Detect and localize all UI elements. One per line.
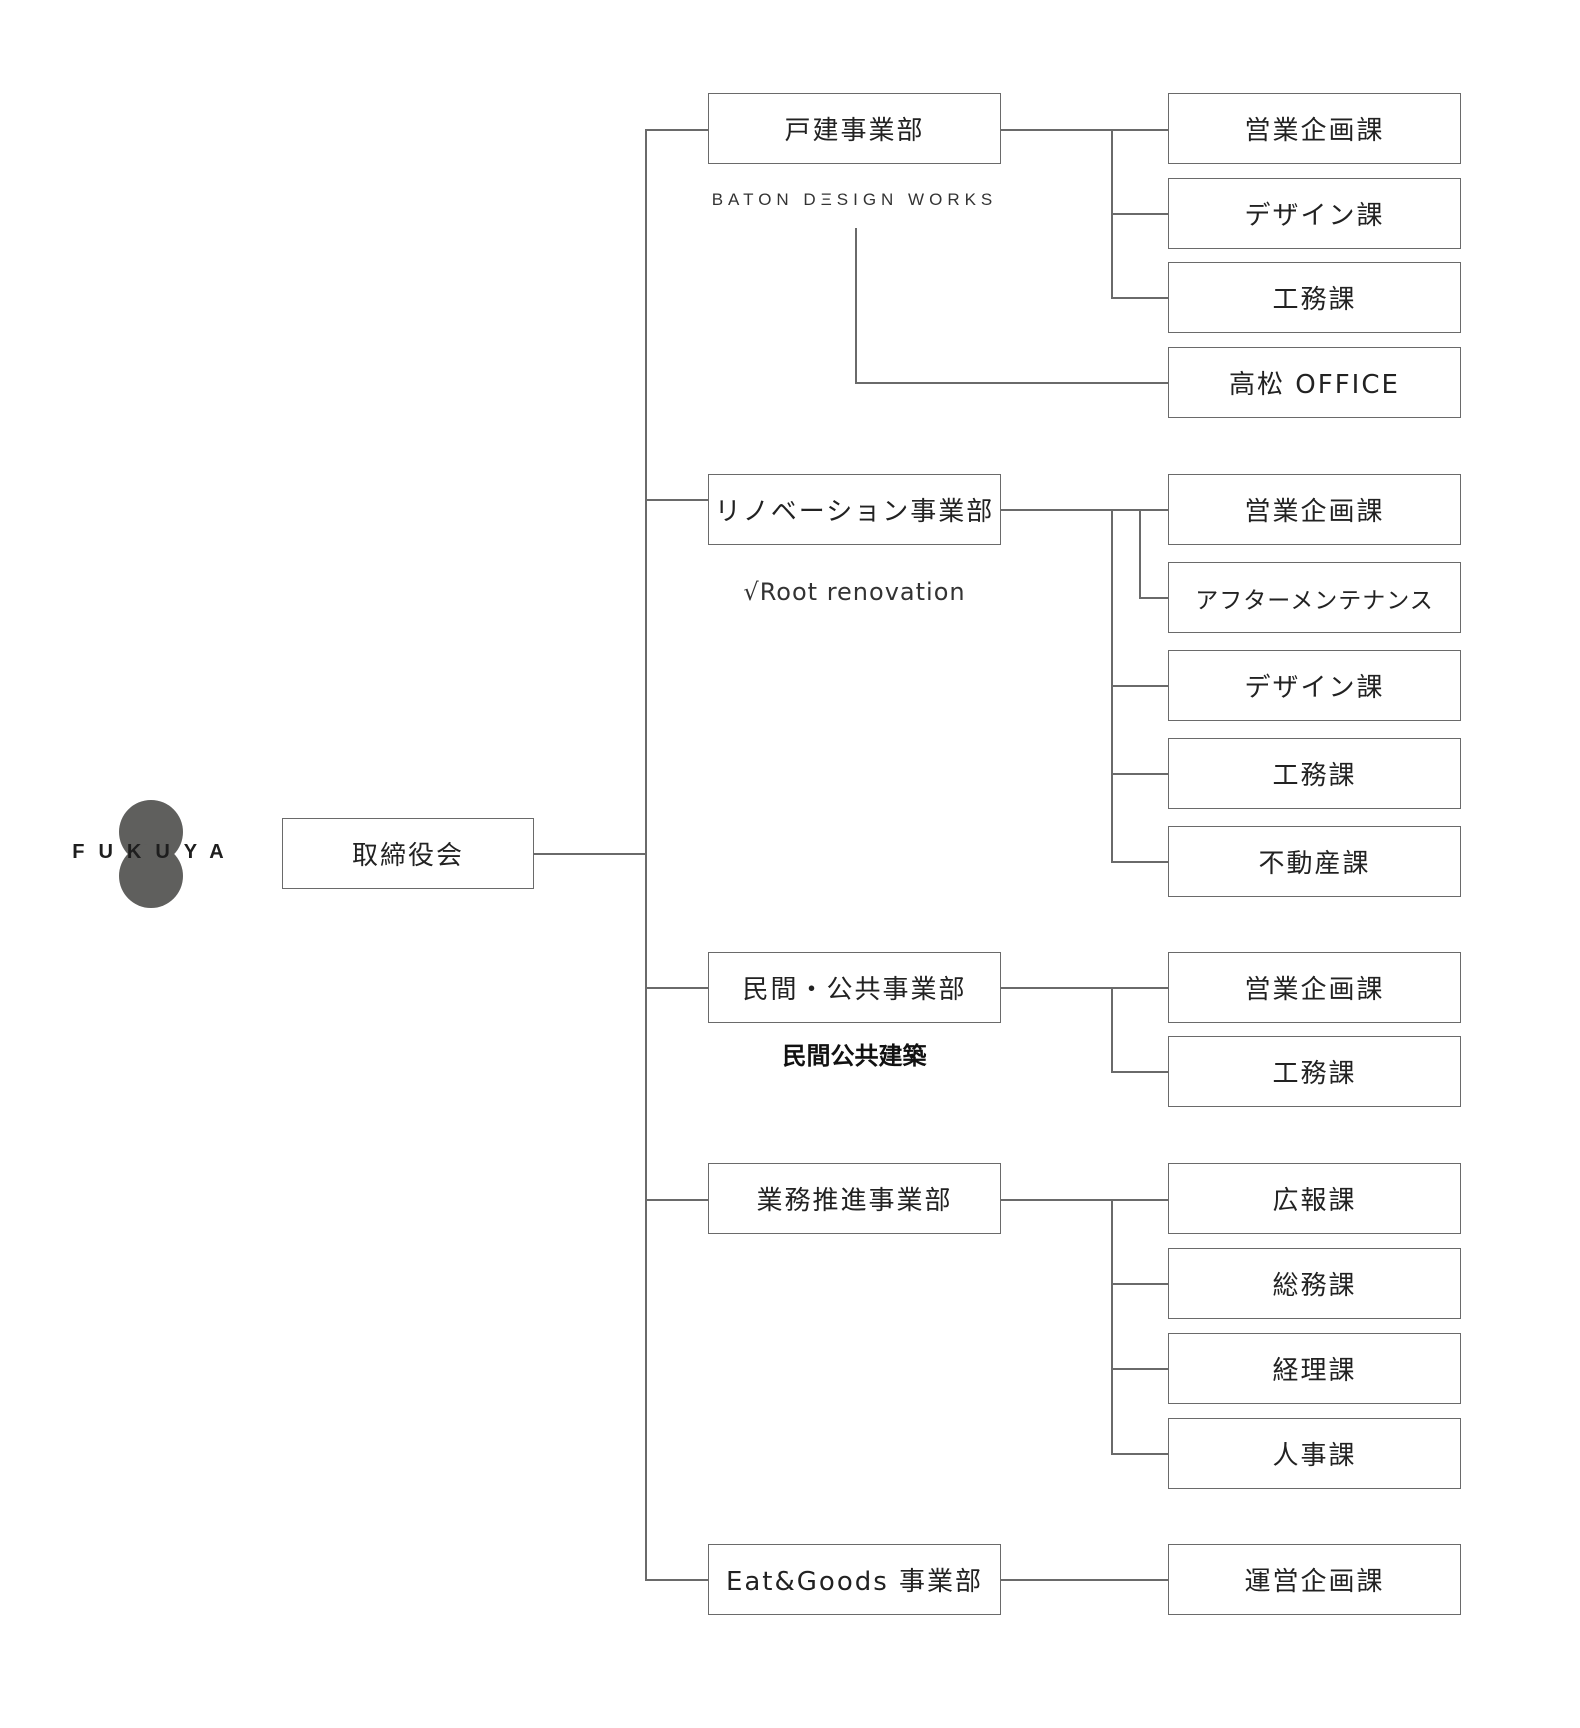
section-label: 人事課	[1272, 1441, 1357, 1471]
division-label: Eat&Goods 事業部	[725, 1567, 984, 1597]
connector	[645, 1579, 708, 1581]
section-box: 人事課	[1168, 1418, 1461, 1489]
connector	[1139, 509, 1141, 597]
section-label: 高松 OFFICE	[1229, 370, 1400, 400]
section-label: デザイン課	[1244, 673, 1385, 703]
division-box-renovation: リノベーション事業部	[708, 474, 1001, 545]
connector	[645, 1199, 708, 1201]
section-box: 工務課	[1168, 1036, 1461, 1107]
division-label: 業務推進事業部	[756, 1186, 953, 1216]
section-box: 運営企画課	[1168, 1544, 1461, 1615]
division-box-detached-housing: 戸建事業部	[708, 93, 1001, 164]
connector	[1111, 1199, 1113, 1453]
connector	[1111, 297, 1168, 299]
connector	[1111, 987, 1113, 1071]
connector	[855, 228, 857, 382]
division-label: 戸建事業部	[784, 116, 925, 146]
section-label: 不動産課	[1258, 849, 1371, 879]
section-box: 営業企画課	[1168, 952, 1461, 1023]
connector	[855, 382, 1168, 384]
connector	[1111, 773, 1168, 775]
main-trunk	[645, 129, 647, 1580]
connector	[1111, 1283, 1168, 1285]
division-label: 民間・公共事業部	[742, 975, 967, 1005]
brand-baton-design-works: BATON DΞSIGN WORKS	[711, 190, 998, 209]
connector	[1111, 1453, 1168, 1455]
connector	[645, 129, 708, 131]
connector	[645, 987, 708, 989]
connector	[1001, 129, 1168, 131]
section-box: 営業企画課	[1168, 474, 1461, 545]
division-label: リノベーション事業部	[714, 497, 995, 527]
connector	[1111, 861, 1168, 863]
division-box-private-public: 民間・公共事業部	[708, 952, 1001, 1023]
section-box: 高松 OFFICE	[1168, 347, 1461, 418]
brand-root-renovation: √Root renovation	[743, 578, 966, 606]
fukuya-logo: FUKUYA	[70, 800, 240, 910]
brand-private-public-architecture: 民間公共建築	[782, 1041, 927, 1070]
section-label: 総務課	[1272, 1271, 1357, 1301]
section-box: デザイン課	[1168, 650, 1461, 721]
section-label: 運営企画課	[1244, 1567, 1385, 1597]
section-label: 広報課	[1272, 1186, 1357, 1216]
connector	[1111, 213, 1168, 215]
section-box: 営業企画課	[1168, 93, 1461, 164]
section-box: 総務課	[1168, 1248, 1461, 1319]
section-box: 広報課	[1168, 1163, 1461, 1234]
connector	[1139, 597, 1168, 599]
division-box-eat-goods: Eat&Goods 事業部	[708, 1544, 1001, 1615]
section-label: アフターメンテナンス	[1195, 587, 1434, 614]
section-box: 工務課	[1168, 738, 1461, 809]
section-label: 営業企画課	[1244, 975, 1385, 1005]
section-label: 営業企画課	[1244, 497, 1385, 527]
section-label: 営業企画課	[1244, 116, 1385, 146]
connector	[1001, 987, 1168, 989]
section-box: デザイン課	[1168, 178, 1461, 249]
board-label: 取締役会	[351, 841, 464, 871]
connector	[1111, 685, 1168, 687]
logo-shape-bottom	[119, 844, 183, 908]
logo-wordmark: FUKUYA	[72, 841, 238, 863]
connector	[1001, 509, 1168, 511]
section-label: 工務課	[1272, 761, 1357, 791]
section-box: アフターメンテナンス	[1168, 562, 1461, 633]
section-label: 経理課	[1272, 1356, 1357, 1386]
section-label: デザイン課	[1244, 201, 1385, 231]
connector	[1111, 1071, 1168, 1073]
connector	[645, 499, 708, 501]
connector	[1001, 1579, 1168, 1581]
section-label: 工務課	[1272, 285, 1357, 315]
section-box: 経理課	[1168, 1333, 1461, 1404]
connector	[1001, 1199, 1168, 1201]
connector	[1111, 1368, 1168, 1370]
connector	[534, 853, 645, 855]
division-box-business-promotion: 業務推進事業部	[708, 1163, 1001, 1234]
section-label: 工務課	[1272, 1059, 1357, 1089]
section-box: 不動産課	[1168, 826, 1461, 897]
board-box: 取締役会	[282, 818, 534, 889]
section-box: 工務課	[1168, 262, 1461, 333]
